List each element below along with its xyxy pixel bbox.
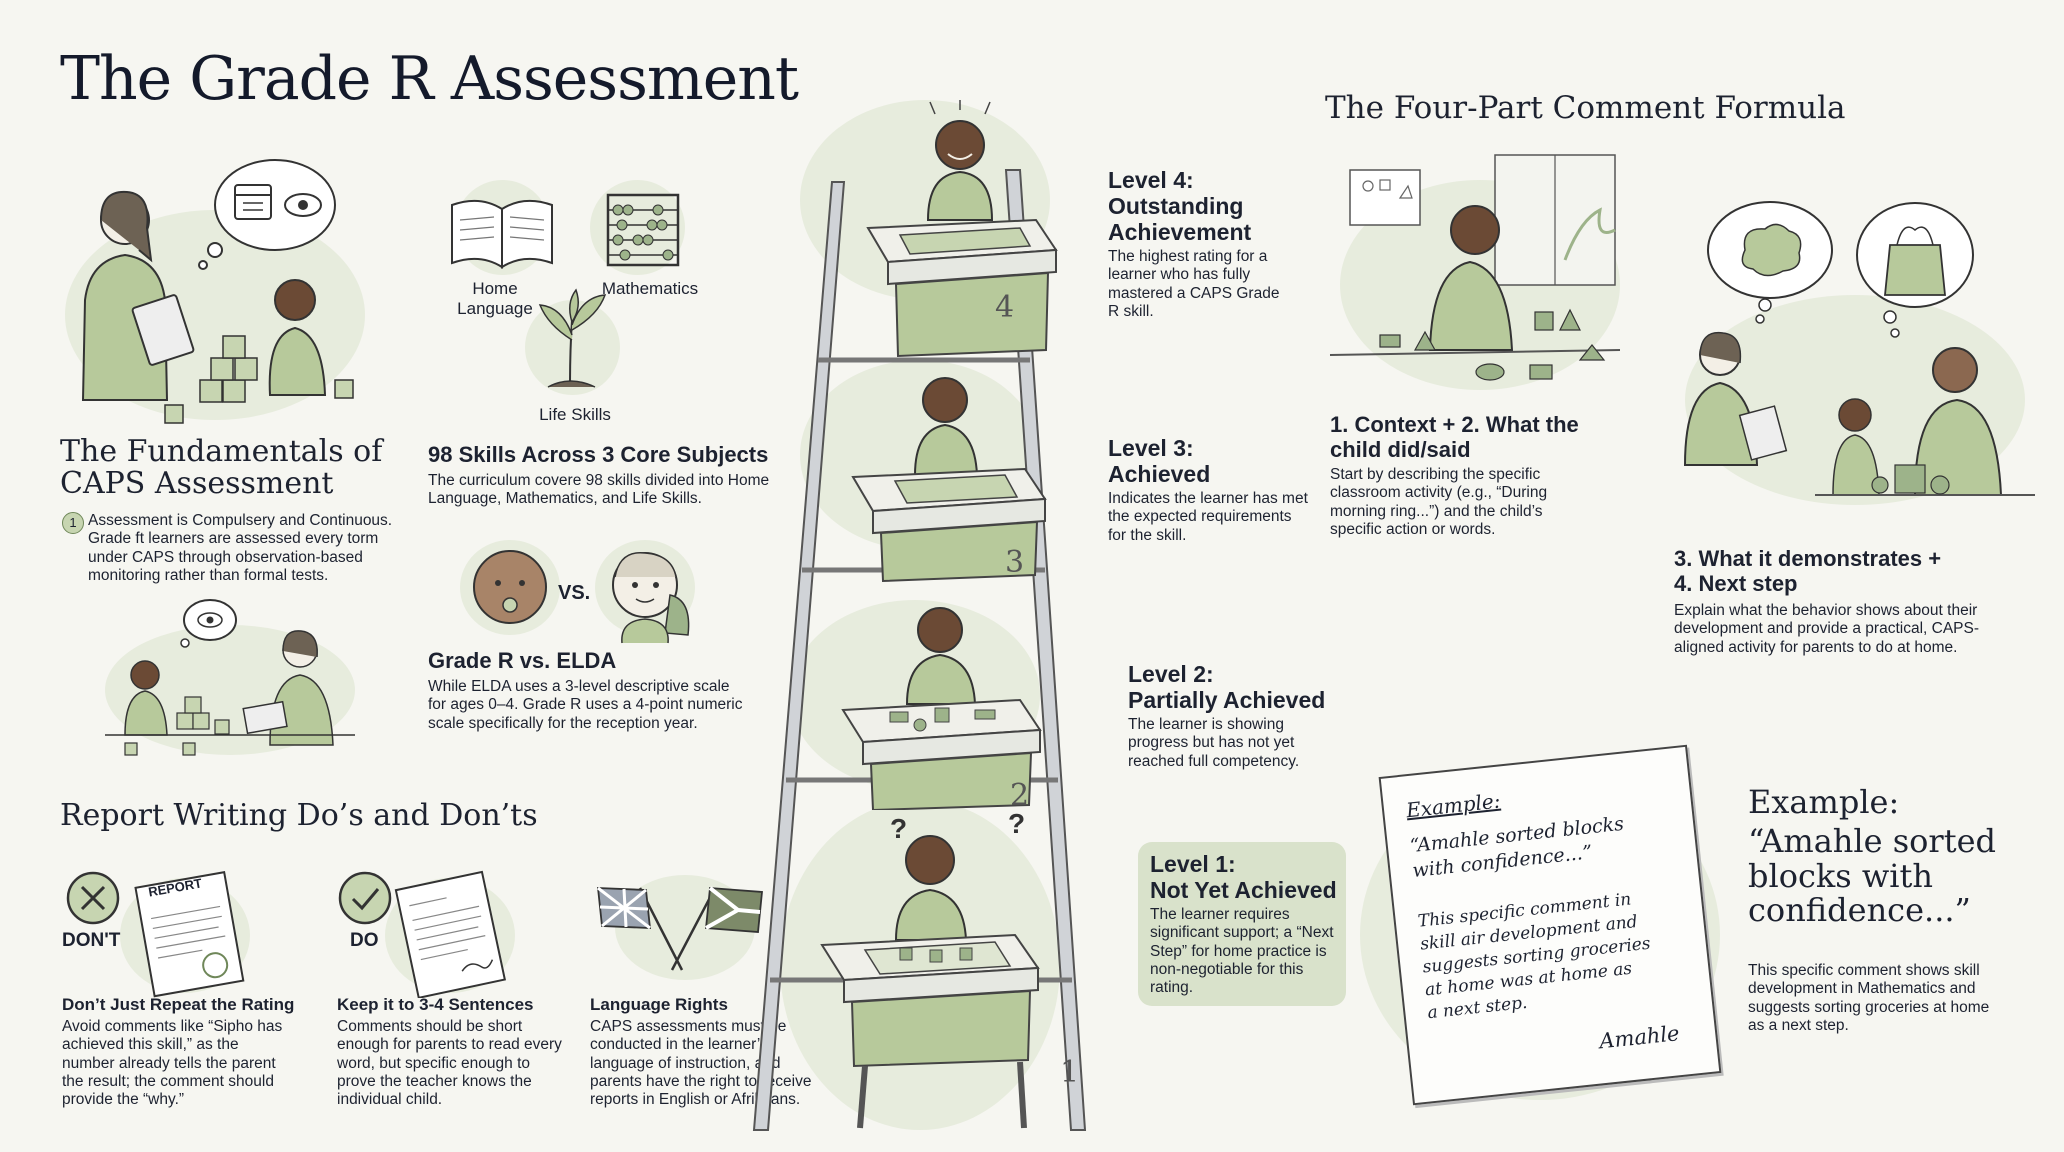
baby-vs-child-illustration bbox=[430, 535, 700, 645]
level-1-desk bbox=[820, 835, 1040, 1129]
formula-heading: The Four-Part Comment Formula bbox=[1325, 90, 1846, 126]
do-badge-label: DO bbox=[350, 930, 379, 951]
dont-badge-label: DON'T bbox=[62, 930, 121, 951]
fundamentals-heading-line2: CAPS Assessment bbox=[60, 466, 334, 502]
teacher-observing-illustration bbox=[55, 150, 385, 430]
language-body: CAPS assessments must be conducted in th… bbox=[590, 1018, 812, 1109]
achievement-ladder: ? ? 4 3 2 bbox=[740, 100, 1110, 1140]
level-3-body: Indicates the learner has met the expect… bbox=[1108, 490, 1308, 544]
subject-mathematics: Mathematics bbox=[601, 279, 699, 298]
level-1-title: Level 1:Not Yet Achieved bbox=[1150, 851, 1337, 903]
level-2-number: 2 bbox=[1010, 778, 1030, 813]
baby-icon bbox=[473, 550, 547, 624]
do-body: Comments should be short enough for pare… bbox=[337, 1018, 562, 1109]
level-3-title: Level 3:Achieved bbox=[1108, 435, 1211, 487]
formula-part34-heading: 3. What it demonstrates +4. Next step bbox=[1674, 546, 1942, 597]
bullet-number-badge: 1 bbox=[62, 512, 84, 534]
example-note-label: Example: bbox=[1404, 788, 1502, 823]
level-2-title: Level 2:Partially Achieved bbox=[1128, 661, 1326, 713]
child-sorting-shapes-illustration bbox=[1320, 150, 1630, 400]
level-4-number: 4 bbox=[995, 290, 1015, 325]
level-4-body: The highest rating for a learner who has… bbox=[1108, 248, 1280, 320]
question-mark-right: ? bbox=[1008, 808, 1025, 839]
teacher-parent-child-illustration bbox=[1665, 195, 2045, 515]
comparison-body: While ELDA uses a 3-level descriptive sc… bbox=[428, 678, 743, 732]
question-mark-left: ? bbox=[890, 813, 907, 844]
formula-part34-body: Explain what the behavior shows about th… bbox=[1674, 602, 1979, 656]
subject-home-language: Home Language bbox=[457, 279, 533, 318]
checkmark-circle-icon bbox=[338, 871, 392, 925]
teacher-child-blocks-illustration bbox=[85, 595, 365, 760]
subject-life-skills: Life Skills bbox=[539, 405, 611, 424]
subjects-heading: 98 Skills Across 3 Core Subjects bbox=[428, 442, 769, 467]
brain-thought-icon bbox=[1707, 201, 1833, 324]
fundamentals-body: Assessment is Compulsery and Continuous.… bbox=[88, 512, 393, 584]
do-illustration bbox=[335, 868, 525, 998]
do-heading: Keep it to 3-4 Sentences bbox=[337, 995, 534, 1014]
south-africa-flag-icon bbox=[670, 886, 763, 971]
page-title: The Grade R Assessment bbox=[60, 44, 799, 114]
book-icon bbox=[451, 199, 553, 269]
level-2-desk bbox=[841, 607, 1042, 810]
letter-paper-icon bbox=[394, 870, 507, 998]
vs-label: VS. bbox=[558, 582, 591, 604]
level-3-number: 3 bbox=[1005, 545, 1025, 580]
level-4-desk bbox=[866, 100, 1058, 358]
fundamentals-heading: The Fundamentals of CAPS Assessment bbox=[60, 434, 383, 502]
formula-part12-body: Start by describing the specific classro… bbox=[1330, 466, 1548, 538]
uk-flag-icon bbox=[596, 886, 684, 971]
example-label: Example: bbox=[1748, 783, 1900, 821]
abacus-icon bbox=[606, 193, 680, 267]
level-1-body: The learner requires significant support… bbox=[1150, 906, 1334, 997]
flags-illustration bbox=[590, 870, 770, 980]
level-1-highlight bbox=[1138, 842, 1346, 1006]
level-2-body: The learner is showing progress but has … bbox=[1128, 716, 1300, 770]
subjects-body: The curriculum covere 98 skills divided … bbox=[428, 472, 770, 508]
plant-icon bbox=[538, 288, 607, 388]
example-note-signature: Amahle bbox=[1598, 1021, 1681, 1054]
grocery-bag-thought-icon bbox=[1856, 202, 1974, 338]
language-heading: Language Rights bbox=[590, 995, 728, 1014]
dont-body: Avoid comments like “Sipho has achieved … bbox=[62, 1018, 283, 1109]
report-writing-heading: Report Writing Do’s and Don’ts bbox=[60, 798, 538, 833]
dont-heading: Don’t Just Repeat the Rating bbox=[62, 995, 295, 1014]
level-3-desk bbox=[851, 377, 1047, 583]
cross-circle-icon bbox=[66, 871, 120, 925]
subjects-illustration bbox=[430, 175, 720, 425]
example-body: This specific comment shows skill develo… bbox=[1748, 962, 1990, 1034]
report-paper-icon bbox=[134, 871, 245, 998]
comparison-heading: Grade R vs. ELDA bbox=[428, 648, 617, 673]
fundamentals-heading-line1: The Fundamentals of bbox=[60, 434, 383, 469]
schoolchild-icon bbox=[612, 551, 690, 644]
level-1-number: 1 bbox=[1060, 1055, 1080, 1090]
dont-illustration: REPORT bbox=[60, 868, 260, 998]
